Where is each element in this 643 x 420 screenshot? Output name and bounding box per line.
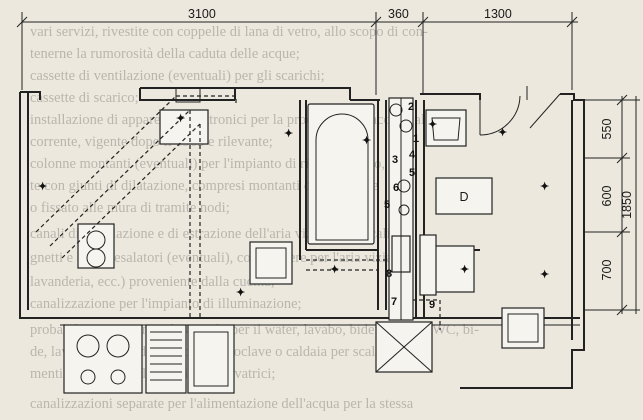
- right-dimension: 550 600 700 1850: [584, 94, 640, 316]
- right-dim-slash-1: [616, 94, 628, 106]
- top-dim-slash-1: [16, 16, 28, 28]
- bg-line-1: vari servizi, rivestite con coppelle di …: [30, 24, 428, 40]
- burner-4: [110, 369, 126, 385]
- top-dimension: 3100 360 1300: [16, 7, 578, 95]
- bidet-d: [435, 177, 493, 215]
- wc-right: [431, 245, 475, 293]
- marker-10: ✦: [540, 269, 549, 281]
- bg-line-13: canalizzazione per l'impianto di illumin…: [30, 296, 302, 312]
- drainboard: [145, 324, 187, 394]
- pipe-number-4: 4: [409, 149, 416, 161]
- drain-line-shower: [412, 299, 441, 330]
- drainboard-ribs: [150, 331, 182, 381]
- bathtub: [307, 103, 375, 245]
- marker-2: ✦: [176, 113, 185, 125]
- pipe-number-7: 7: [391, 296, 397, 308]
- top-wall-left: [139, 88, 235, 101]
- bg-line-3: cassette di ventilazione (eventuali) per…: [30, 68, 325, 84]
- bg-line-2: tenerne la rumorosità della caduta delle…: [30, 46, 300, 62]
- right-wall: [460, 93, 585, 389]
- bg-line-12: lavanderia, ecc.) proveniente dalla cuci…: [30, 274, 275, 290]
- vent-duct-b: [49, 109, 191, 247]
- kitchen-sink: [187, 324, 235, 394]
- sink-center: [249, 241, 293, 285]
- marker-4: ✦: [362, 135, 371, 147]
- markers: ✦ ✦ ✦ ✦ ✦ ✦ ✦ ✦ ✦ ✦ ✦: [38, 113, 549, 299]
- marker-3: ✦: [284, 128, 293, 140]
- top-wall-right: [420, 93, 481, 100]
- pipe-riser-1: [389, 103, 403, 117]
- washing-machine: [501, 307, 545, 349]
- pipe-number-5a: 5: [409, 167, 415, 179]
- pipe-number-6: 6: [393, 182, 399, 194]
- wc-left: [77, 223, 115, 269]
- marker-9: ✦: [460, 264, 469, 276]
- bg-line-4: cassette di scarico;: [30, 90, 139, 106]
- marker-7: ✦: [540, 181, 549, 193]
- door-top-right-arc: [479, 95, 521, 136]
- bathtub-outer: [307, 103, 375, 245]
- top-wall-upper: [140, 87, 351, 100]
- dim-right-2: 600: [600, 186, 614, 207]
- bg-line-17: canalizzazioni separate per l'alimentazi…: [30, 396, 414, 412]
- fixture-letter-d: D: [459, 190, 468, 204]
- pipe-number-8: 8: [386, 268, 392, 280]
- burner-3: [80, 369, 96, 385]
- fixtures: D: [77, 109, 545, 373]
- pipe-riser-3: [397, 179, 411, 193]
- pipe-number-2: 2: [408, 101, 414, 113]
- pipe-column: [388, 97, 414, 321]
- burner-1: [76, 334, 100, 358]
- marker-8: ✦: [236, 287, 245, 299]
- riser-block: [419, 234, 437, 296]
- vent-duct-top: [176, 95, 237, 104]
- bg-line-11: gnetti e canne esalatori (eventuali), co…: [30, 250, 404, 266]
- marker-11: ✦: [330, 264, 339, 276]
- right-dim-slash-4: [616, 304, 628, 316]
- sink-center-inner: [255, 247, 287, 279]
- dim-right-1: 550: [600, 119, 614, 140]
- pipe-numbers: 2 1 3 4 5 6 5 8 7 9: [384, 101, 435, 311]
- dim-top-3: 1300: [484, 7, 512, 21]
- dim-right-3: 700: [600, 260, 614, 281]
- burner-2: [106, 334, 130, 358]
- cooktop: [63, 324, 143, 394]
- pipe-number-5b: 5: [384, 199, 390, 211]
- kitchen-counter: [63, 324, 235, 394]
- top-dim-slash-3: [417, 16, 429, 28]
- vent-duct-a: [35, 95, 177, 233]
- right-dim-slash-3: [616, 226, 628, 238]
- vent-hood: [175, 87, 201, 103]
- basin-right-bowl: [431, 117, 461, 141]
- kitchen-sink-bowl: [193, 331, 229, 387]
- pipe-number-1: 1: [413, 133, 419, 145]
- pipe-riser-2: [399, 119, 413, 133]
- marker-6: ✦: [498, 127, 507, 139]
- right-dim-slash-2: [616, 152, 628, 164]
- top-dim-slash-2: [370, 16, 382, 28]
- bathtub-inner: [315, 113, 369, 241]
- marker-1: ✦: [38, 181, 47, 193]
- door-right-leaf: [529, 93, 561, 129]
- dim-top-2: 360: [388, 7, 409, 21]
- pipe-number-9: 9: [429, 299, 435, 311]
- shower-diag-b: [375, 321, 433, 373]
- top-dim-slash-4: [566, 16, 578, 28]
- bg-line-6: corrente, vigente dopo il 1963 e rilevan…: [30, 134, 273, 150]
- pipe-number-3: 3: [392, 154, 398, 166]
- bg-line-9: o fissato alle mura di tramite nodi;: [30, 200, 230, 216]
- marker-5: ✦: [428, 119, 437, 131]
- washing-machine-door: [507, 313, 539, 343]
- wc-left-bowl-b: [86, 248, 106, 268]
- dim-top-1: 3100: [188, 7, 216, 21]
- dim-right-total: 1850: [620, 191, 634, 219]
- bg-line-8: te con giunti di dilatazione, compresi m…: [30, 178, 378, 194]
- doors: [39, 86, 561, 136]
- pipe-riser-4: [398, 204, 410, 216]
